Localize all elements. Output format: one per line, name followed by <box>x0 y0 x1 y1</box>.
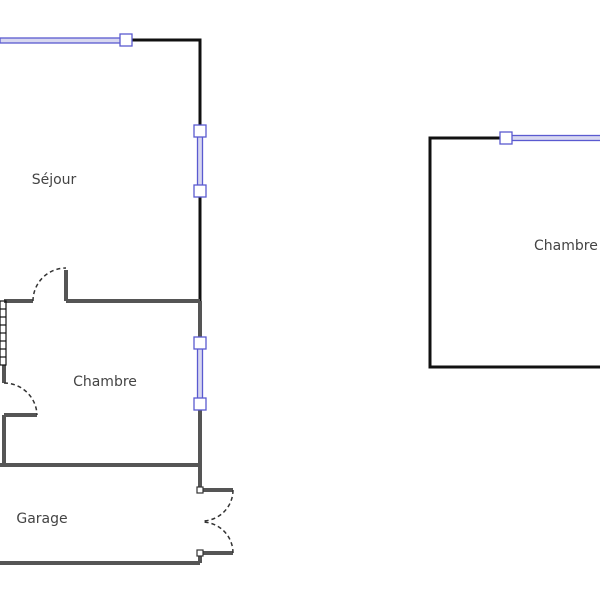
door-swing <box>201 489 234 522</box>
room-label-chambre: Chambre <box>73 374 137 390</box>
wall-right-room <box>428 136 600 369</box>
window-chambre-right <box>193 336 207 411</box>
door-swing <box>32 267 67 302</box>
window-right-room <box>499 131 600 145</box>
exterior-walls <box>126 38 600 369</box>
interior-walls <box>0 270 233 565</box>
room-label-sejour: Séjour <box>32 172 77 188</box>
window-sejour-right <box>193 124 207 198</box>
door-swing <box>201 521 234 554</box>
windows <box>0 33 600 411</box>
door-swing <box>3 382 38 416</box>
stairs <box>0 300 7 366</box>
window-top <box>0 33 133 47</box>
doors <box>3 267 234 554</box>
room-label-chambre-2: Chambre <box>534 238 598 254</box>
room-label-garage: Garage <box>16 511 67 527</box>
door-pivots <box>196 486 204 557</box>
wall-top-right <box>126 38 202 131</box>
